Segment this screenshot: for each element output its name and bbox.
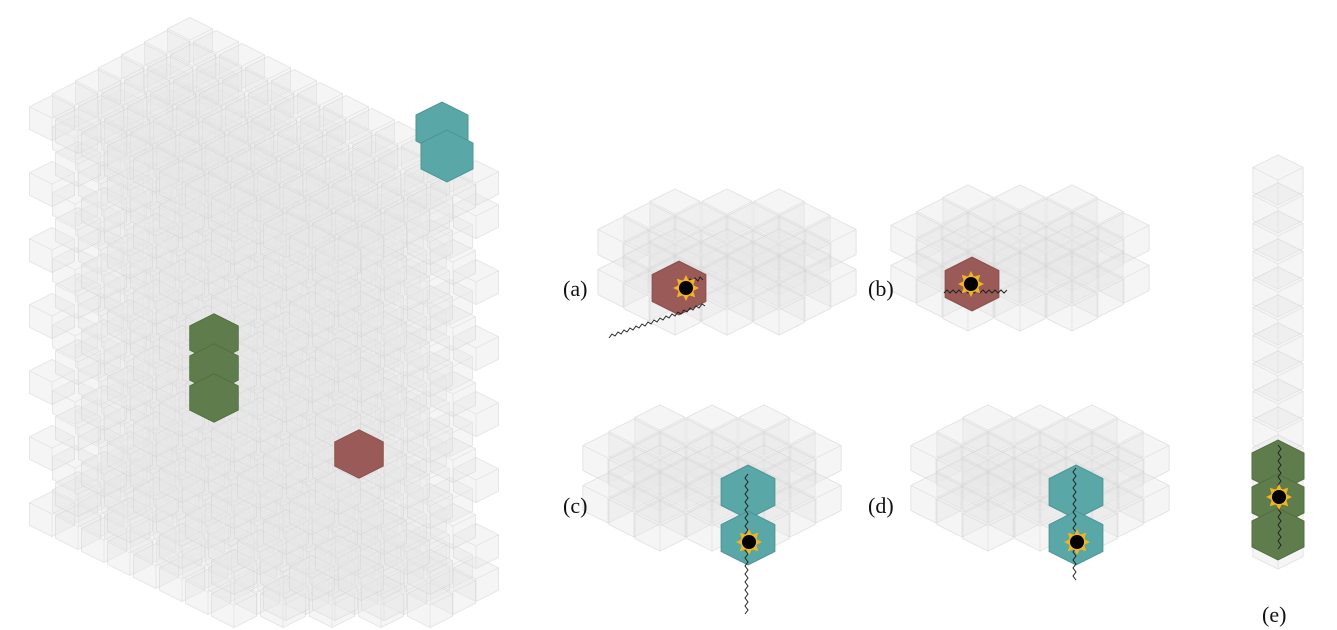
panel-e: (e)	[1252, 155, 1304, 627]
panel-b: (b)	[868, 185, 1149, 331]
panel-e-label: (e)	[1262, 602, 1286, 627]
panel-b-label: (b)	[868, 276, 894, 301]
panel-b-lattice-cluster	[891, 185, 1149, 331]
panel-d: (d)	[868, 405, 1169, 580]
panel-a-label: (a)	[563, 276, 587, 301]
panel-e-source-icon	[1266, 484, 1292, 510]
panel-c: (c)	[563, 405, 841, 614]
panel-d-lattice-cluster	[911, 405, 1169, 551]
panel-a-lattice-cluster	[598, 189, 856, 335]
panel-b-source-icon	[958, 271, 984, 297]
panel-c-lattice-cluster	[583, 405, 841, 551]
panel-a-source-icon	[673, 275, 699, 301]
panel-c-label: (c)	[563, 493, 587, 518]
panel-c-source-icon	[736, 529, 762, 555]
panel-a: (a)	[563, 189, 856, 338]
panel-d-label: (d)	[868, 493, 894, 518]
panel-d-source-icon	[1064, 529, 1090, 555]
